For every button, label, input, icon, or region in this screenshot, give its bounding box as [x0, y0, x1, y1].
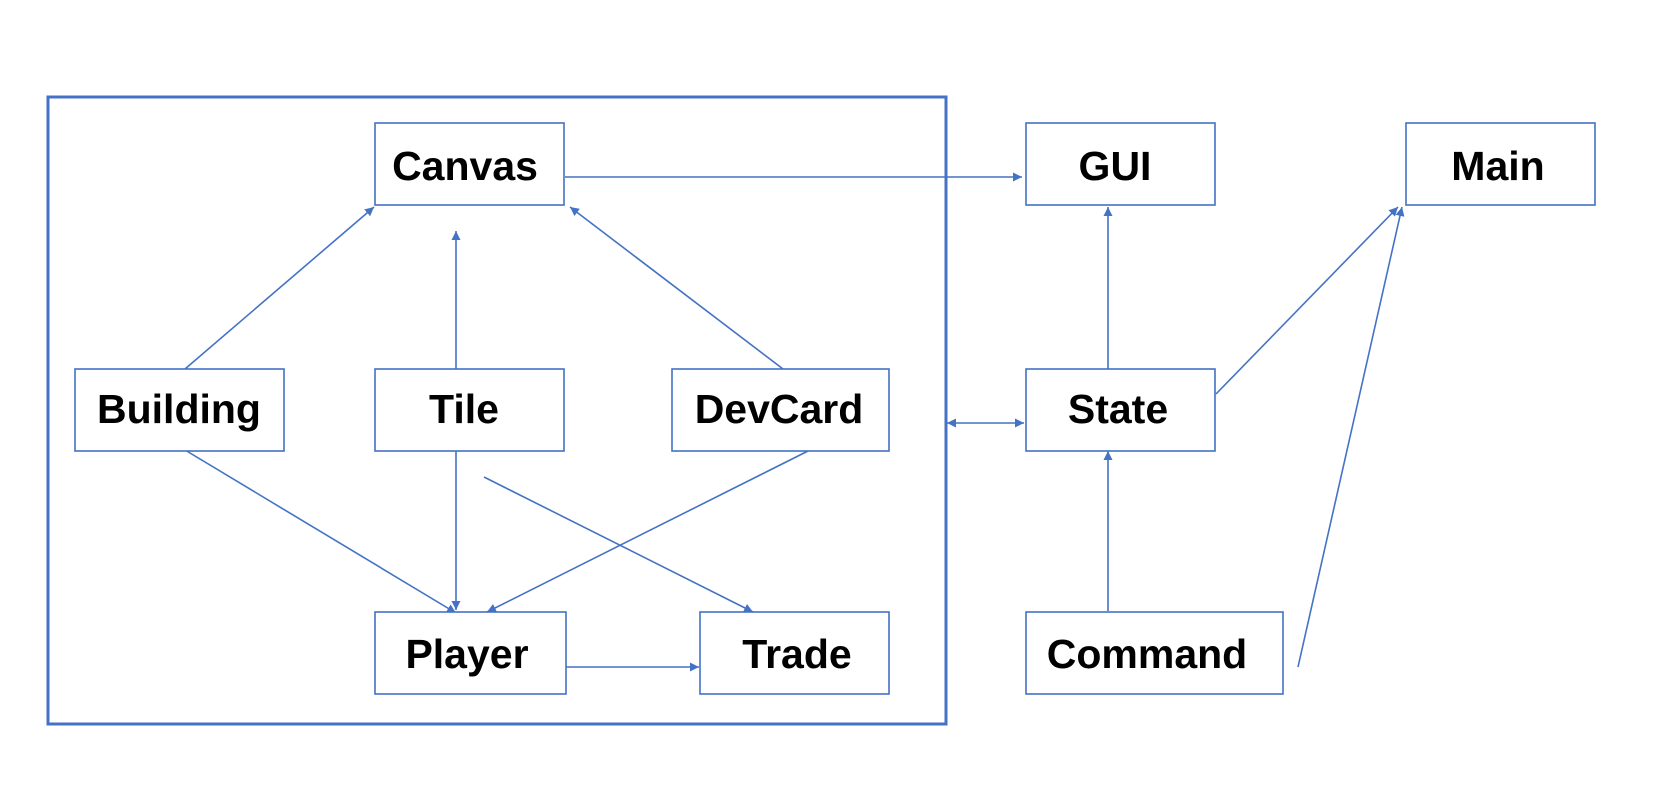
node-building-label: Building	[97, 386, 261, 432]
node-canvas-box	[374, 122, 565, 206]
node-gui-box	[1025, 122, 1216, 206]
node-gui: GUI	[1025, 122, 1216, 206]
node-devcard-label: DevCard	[695, 386, 864, 432]
node-trade-label: Trade	[742, 631, 851, 677]
edge-building-to-canvas	[184, 206, 375, 370]
node-command-box	[1025, 611, 1284, 695]
node-tile-box	[374, 368, 565, 452]
edges	[184, 172, 1405, 672]
edge-devcard-to-canvas	[569, 206, 784, 370]
node-main: Main	[1405, 122, 1596, 206]
node-trade-box	[699, 611, 890, 695]
node-main-label: Main	[1451, 143, 1544, 189]
node-gui-label: GUI	[1079, 143, 1152, 189]
node-main-box	[1405, 122, 1596, 206]
component-group-box	[46, 95, 948, 726]
edge-command-to-main	[1297, 206, 1405, 668]
edge-state-to-main	[1215, 206, 1399, 395]
node-tile: Tile	[374, 368, 565, 452]
node-tile-label: Tile	[429, 386, 499, 432]
node-state: State	[1025, 368, 1216, 452]
edge-devcard-to-player	[486, 449, 811, 613]
node-state-label: State	[1068, 386, 1168, 432]
node-player-label: Player	[405, 631, 528, 677]
node-building: Building	[74, 368, 285, 452]
edge-tile-to-trade	[483, 476, 754, 613]
node-command-label: Command	[1047, 631, 1247, 677]
node-devcard: DevCard	[671, 368, 890, 452]
node-building-box	[74, 368, 285, 452]
edge-building-to-player	[184, 449, 457, 614]
node-trade: Trade	[699, 611, 890, 695]
node-player-box	[374, 611, 567, 695]
node-player: Player	[374, 611, 567, 695]
node-state-box	[1025, 368, 1216, 452]
node-devcard-box	[671, 368, 890, 452]
node-canvas-label: Canvas	[392, 143, 538, 189]
node-command: Command	[1025, 611, 1284, 695]
node-canvas: Canvas	[374, 122, 565, 206]
